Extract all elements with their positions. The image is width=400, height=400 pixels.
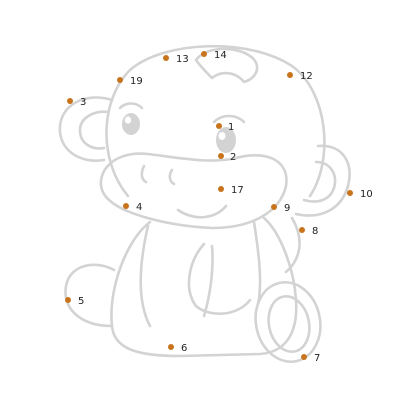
hair-tuft	[194, 47, 259, 84]
dot-1-label: 1	[228, 122, 234, 133]
muzzle-outline	[99, 152, 288, 230]
dot-6-label: 6	[181, 343, 187, 354]
dot-2[interactable]: 2	[218, 152, 236, 163]
left-nostril	[140, 164, 148, 184]
dot-14-label: 14	[214, 50, 227, 61]
dot-5[interactable]: 5	[65, 296, 84, 307]
dot-9-label: 9	[284, 203, 290, 214]
dot-9[interactable]: 9	[271, 203, 290, 214]
left-ear-outline	[58, 96, 114, 162]
head-outline	[105, 44, 326, 198]
dot-8-label: 8	[312, 226, 318, 237]
dot-10-label: 10	[360, 189, 373, 200]
dot-8[interactable]: 8	[299, 226, 318, 237]
dot-markers: 1 2 3 4 5 6 7 8	[65, 50, 373, 364]
dot-13-label: 13	[176, 54, 189, 65]
dot-7-label: 7	[314, 353, 320, 364]
dot-5-label: 5	[78, 296, 84, 307]
dot-13[interactable]: 13	[163, 54, 189, 65]
dot-7[interactable]: 7	[301, 353, 320, 364]
dot-2-label: 2	[230, 152, 236, 163]
dot-3-label: 3	[80, 97, 86, 108]
dot-10[interactable]: 10	[347, 189, 373, 200]
chest-line	[202, 244, 214, 318]
dot-12[interactable]: 12	[287, 71, 313, 82]
left-arm-outline	[139, 224, 152, 328]
left-ear-inner	[78, 110, 110, 150]
right-arm-outline	[252, 220, 262, 306]
right-ear-outline	[294, 144, 351, 217]
dot-4[interactable]: 4	[123, 202, 142, 213]
dot-3[interactable]: 3	[67, 97, 86, 108]
right-eye	[212, 114, 246, 153]
body-outline	[110, 216, 298, 358]
right-ear-inner	[302, 160, 337, 203]
dot-6[interactable]: 6	[168, 343, 187, 354]
dot-1[interactable]: 1	[216, 122, 234, 133]
dot-19[interactable]: 19	[117, 76, 143, 87]
right-foot-pad	[267, 294, 311, 354]
dot-17-label: 17	[231, 185, 244, 196]
left-eye	[118, 102, 144, 135]
dot-4-label: 4	[136, 202, 142, 213]
dot-19-label: 19	[130, 76, 143, 87]
dot-17[interactable]: 17	[218, 185, 244, 196]
dot-14[interactable]: 14	[201, 50, 227, 61]
monkey-outline-drawing	[58, 44, 351, 363]
right-nostril	[168, 168, 176, 186]
left-foot-outline	[64, 263, 116, 328]
mouth-smile	[176, 204, 228, 219]
dot-12-label: 12	[300, 71, 313, 82]
right-hand-outline	[187, 242, 252, 316]
right-foot-outline	[254, 281, 322, 363]
